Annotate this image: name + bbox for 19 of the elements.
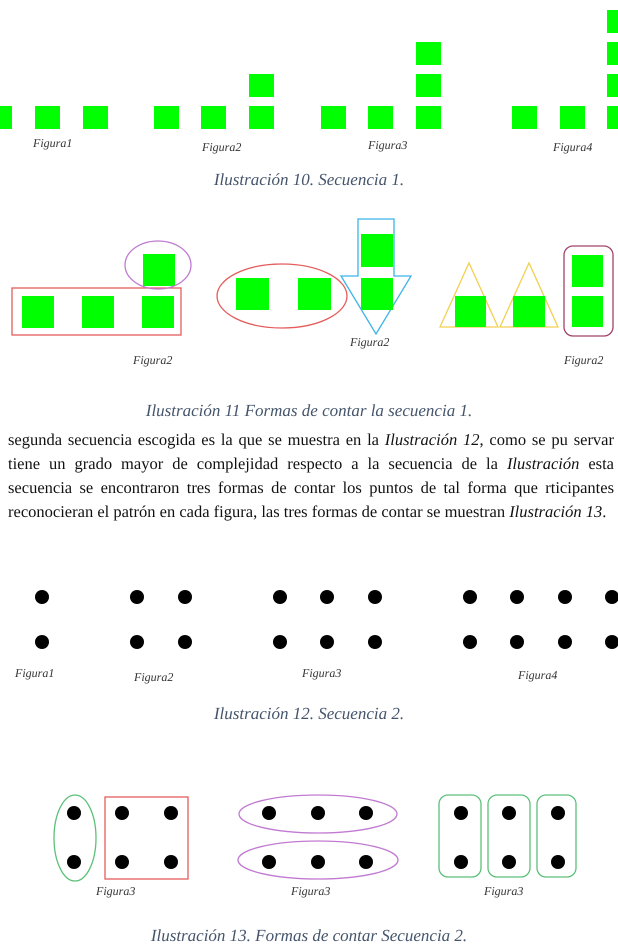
figure-caption: Ilustración 10. Secuencia 1. <box>212 170 406 190</box>
figure-label: Figura3 <box>302 666 342 680</box>
figure-label: Figura1 <box>15 666 54 680</box>
figure-label: Figura2 <box>133 353 172 367</box>
figure-label: Figura2 <box>350 335 390 349</box>
figure-label: Figura1 <box>33 136 72 150</box>
figure-caption: Ilustración 13. Formas de contar Secuencia 2. <box>150 926 468 946</box>
figure-label: Figura3 <box>291 884 330 898</box>
figure-label: Figura3 <box>484 884 524 898</box>
figure-label: Figura2 <box>202 140 242 154</box>
figure-label: Figura3 <box>368 138 408 152</box>
figure-label: Figura2 <box>134 670 174 684</box>
figure-label: Figura3 <box>96 884 136 898</box>
figure-label: Figura2 <box>564 353 604 367</box>
figure-label: Figura4 <box>553 140 592 154</box>
body-paragraph: segunda secuencia escogida es la que se muestra en la Ilustración 12, como se pu servar tiene un grado mayor de complejidad respecto a la secuencia de la Ilustración esta secuencia se encontraron tres formas de contar los puntos de tal forma que rticipantes reconocieran el patrón en cada figura, las tres formas de contar se muestran Ilustración 13. <box>8 429 614 523</box>
figure-caption: Ilustración 12. Secuencia 2. <box>212 704 406 724</box>
figure-caption: Ilustración 11 Formas de contar la secuencia 1. <box>144 401 474 421</box>
figure-label: Figura4 <box>518 668 558 682</box>
